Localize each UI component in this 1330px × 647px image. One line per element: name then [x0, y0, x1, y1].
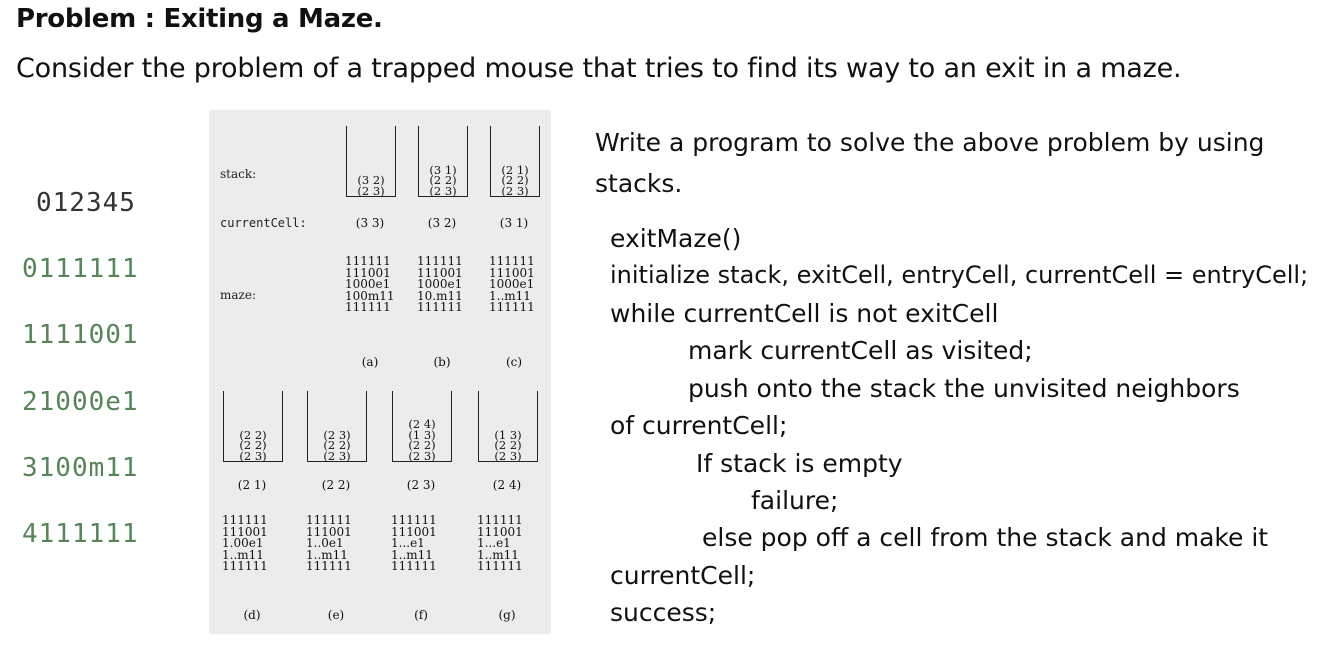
- code-line: of currentCell;: [610, 411, 788, 440]
- code-line: failure;: [751, 486, 839, 515]
- current-cell-value: (2 1): [237, 478, 267, 492]
- current-cell-value: (2 2): [321, 478, 351, 492]
- figure-caption: (e): [327, 608, 345, 622]
- task-statement: Write a program to solve the above probl…: [595, 122, 1285, 204]
- stack-entry: (2 3): [408, 448, 436, 463]
- code-line: push onto the stack the unvisited neighb…: [688, 374, 1240, 403]
- figure-caption: (g): [498, 608, 516, 622]
- stack-entry: (2 3): [357, 183, 385, 198]
- figure-caption: (b): [433, 355, 451, 369]
- maze-snapshot: 111111 111001 1..0e1 1..m11 111111: [306, 513, 352, 574]
- code-line: exitMaze(): [610, 224, 742, 253]
- grid-row: 3100m11: [22, 453, 139, 483]
- code-line: currentCell;: [610, 561, 756, 590]
- maze-snapshot: 111111 111001 1...e1 1..m11 111111: [477, 513, 523, 574]
- problem-title: Problem : Exiting a Maze.: [16, 4, 383, 34]
- stack-entry: (1 3): [494, 427, 522, 442]
- maze-snapshot: 111111 111001 1000e1 100m11 111111: [345, 254, 395, 315]
- stack-box-f: (2 4) (1 3) (2 2) (2 3): [392, 391, 452, 462]
- code-line: If stack is empty: [696, 449, 903, 478]
- stack-entry: (2 3): [323, 427, 351, 442]
- grid-header: 012345: [36, 188, 136, 218]
- stack-entry: (2 1): [501, 162, 529, 177]
- stack-box-e: (2 3) (2 2) (2 3): [307, 391, 367, 462]
- maze-snapshot: 111111 111001 1.00e1 1..m11 111111: [222, 513, 268, 574]
- stack-box-d: (2 2) (2 2) (2 3): [223, 391, 283, 462]
- maze-snapshot: 111111 111001 1000e1 1..m11 111111: [489, 254, 535, 315]
- stack-entry: (2 3): [429, 183, 457, 198]
- stack-entry: (2 2): [239, 438, 267, 452]
- stack-entry: (2 3): [239, 448, 267, 463]
- grid-row: 0111111: [22, 254, 139, 284]
- code-line: else pop off a cell from the stack and m…: [702, 523, 1269, 552]
- current-cell-label: currentCell:: [220, 216, 307, 230]
- stack-entry: (1 3): [408, 427, 436, 442]
- maze-snapshot: 111111 111001 1000e1 10.m11 111111: [417, 254, 463, 315]
- stack-trace-figure: stack: currentCell: maze: (3 2) (2 3) (3…: [209, 110, 551, 634]
- current-cell-value: (2 4): [492, 478, 522, 492]
- figure-caption: (f): [414, 608, 428, 622]
- stack-label: stack:: [220, 167, 257, 181]
- stack-entry: (2 2): [429, 173, 457, 187]
- code-line: initialize stack, exitCell, entryCell, c…: [610, 261, 1309, 289]
- stack-entry: (3 2): [357, 173, 385, 187]
- stack-box-b: (3 1) (2 2) (2 3): [418, 126, 468, 197]
- stack-entry: (2 2): [323, 438, 351, 452]
- code-line: mark currentCell as visited;: [688, 336, 1033, 365]
- current-cell-value: (3 1): [499, 216, 529, 230]
- stack-entry: (2 4): [408, 417, 436, 431]
- maze-label: maze:: [220, 288, 256, 302]
- figure-caption: (d): [243, 608, 261, 622]
- stack-entry: (2 2): [408, 438, 436, 452]
- grid-row: 4111111: [22, 519, 139, 549]
- stack-entry: (2 3): [501, 183, 529, 198]
- stack-box-c: (2 1) (2 2) (2 3): [490, 126, 540, 197]
- stack-box-g: (1 3) (2 2) (2 3): [478, 391, 538, 462]
- stack-entry: (2 2): [494, 438, 522, 452]
- stack-entry: (3 1): [429, 162, 457, 177]
- code-line: while currentCell is not exitCell: [610, 299, 999, 328]
- stack-entry: (2 2): [501, 173, 529, 187]
- maze-snapshot: 111111 111001 1...e1 1..m11 111111: [391, 513, 437, 574]
- current-cell-value: (3 3): [355, 216, 385, 230]
- current-cell-value: (3 2): [427, 216, 457, 230]
- stack-entry: (2 3): [323, 448, 351, 463]
- stack-entry: (2 3): [494, 448, 522, 463]
- figure-caption: (a): [361, 355, 379, 369]
- problem-intro: Consider the problem of a trapped mouse …: [16, 53, 1182, 84]
- stack-entry: (2 2): [239, 427, 267, 442]
- code-line: success;: [610, 598, 717, 627]
- stack-box-a: (3 2) (2 3): [346, 126, 396, 197]
- grid-row: 21000e1: [22, 387, 139, 417]
- current-cell-value: (2 3): [406, 478, 436, 492]
- grid-row: 1111001: [22, 320, 139, 350]
- figure-caption: (c): [505, 355, 523, 369]
- task-text: Write a program to solve the above probl…: [595, 128, 1265, 198]
